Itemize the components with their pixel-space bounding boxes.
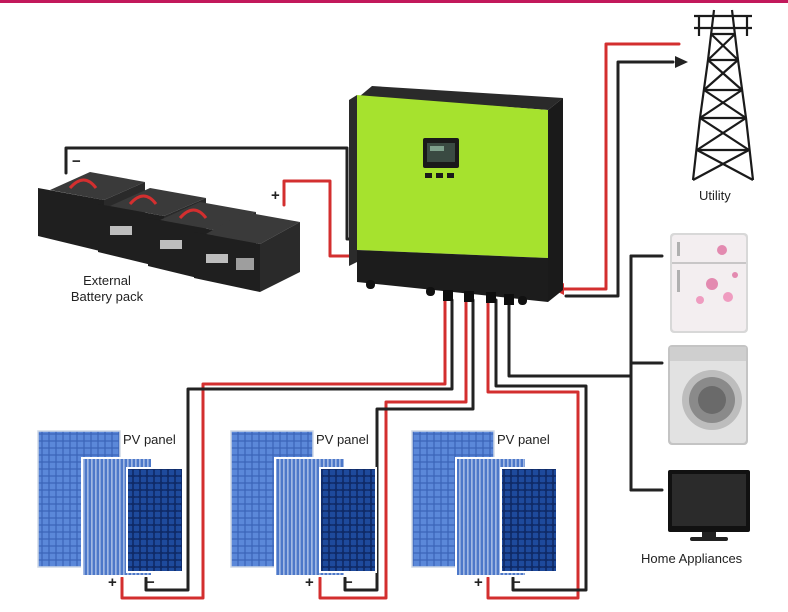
inverter-base: [357, 250, 548, 302]
inverter-terminals: [443, 290, 514, 305]
pv3-positive-wire: [486, 298, 580, 600]
inverter-foot-mid: [426, 287, 435, 296]
pv1-positive-wire: [120, 298, 447, 600]
inverter-top-fins: [360, 86, 563, 110]
battery-minus-sign: −: [72, 153, 81, 170]
inverter: [349, 86, 563, 305]
battery-positive-wire: [282, 179, 360, 258]
home-appliances-label: Home Appliances: [641, 551, 743, 566]
inverter-foot-right: [518, 296, 527, 305]
pv2-minus-sign: −: [344, 574, 353, 591]
pv-panel-label-2: PV panel: [316, 432, 369, 447]
utility-wires: [552, 42, 688, 298]
battery-4: [194, 212, 300, 292]
pv1-negative-wire: [144, 298, 454, 592]
washing-machine-icon: [668, 345, 748, 445]
pv-array-1: [37, 430, 184, 577]
pv2-positive-wire: [318, 298, 468, 600]
battery-label: External Battery pack: [52, 273, 162, 305]
pv3-minus-sign: −: [512, 574, 521, 591]
battery-pack: [38, 172, 300, 292]
utility-red-wire: [553, 42, 681, 291]
utility-tower-icon: [691, 9, 755, 181]
utility-wire-arrowhead: [675, 56, 688, 68]
pv-array-2: [230, 430, 377, 577]
battery-plus-sign: +: [271, 187, 280, 204]
pv2-plus-sign: +: [305, 574, 314, 591]
pv1-plus-sign: +: [108, 574, 117, 591]
television-icon: [668, 470, 750, 541]
inverter-left-bracket: [349, 95, 357, 266]
battery-label-line2: Battery pack: [70, 289, 144, 304]
inverter-buttons: [425, 173, 454, 178]
appliance-wires: [507, 254, 664, 492]
top-border: [0, 0, 788, 3]
pv-array-3: [411, 430, 558, 577]
battery-label-line1: External: [83, 273, 131, 288]
pv-panel-label-3: PV panel: [497, 432, 550, 447]
utility-label: Utility: [699, 188, 731, 203]
appliance-bus-wire: [507, 302, 633, 378]
refrigerator-icon: [670, 233, 748, 333]
pv1-minus-sign: −: [146, 574, 155, 591]
pv-panel-label-1: PV panel: [123, 432, 176, 447]
pv3-negative-wire: [494, 298, 588, 592]
inverter-right-side: [548, 98, 563, 302]
inverter-foot-left: [366, 280, 375, 289]
pv3-plus-sign: +: [474, 574, 483, 591]
utility-black-wire: [564, 60, 675, 298]
